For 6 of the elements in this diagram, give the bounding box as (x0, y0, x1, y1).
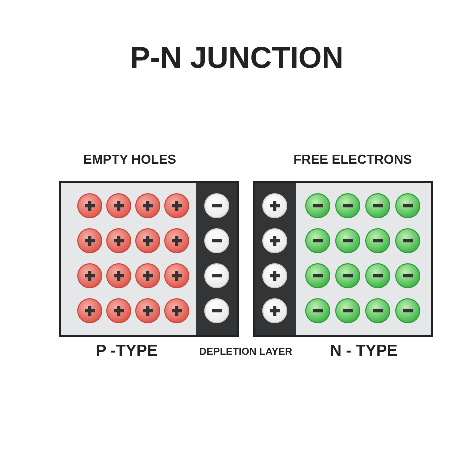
label-text: P -TYPE (96, 343, 158, 361)
label-text: DEPLETION LAYER (200, 347, 292, 358)
label-text: FREE ELECTRONS (294, 152, 412, 167)
title: P-N JUNCTION (130, 42, 344, 76)
label-text: EMPTY HOLES (84, 152, 176, 167)
label-text: N - TYPE (330, 343, 398, 361)
